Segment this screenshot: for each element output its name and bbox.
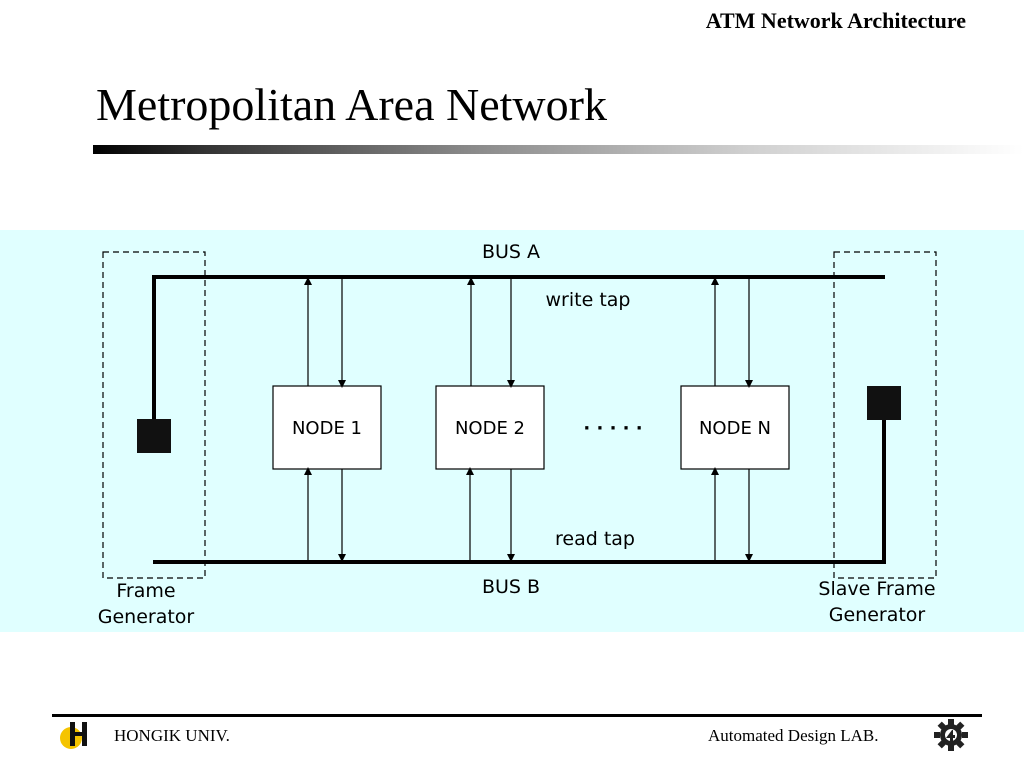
node-2-box [435, 385, 545, 470]
footer-divider [52, 714, 982, 717]
node-1-label: NODE 1 [292, 418, 362, 439]
frame-generator-label-line2: Generator [98, 606, 195, 628]
read-tap-label: read tap [555, 528, 635, 550]
section-title: ATM Network Architecture [705, 8, 966, 33]
nodes-ellipsis: · · · · · [583, 418, 642, 439]
frame-generator-box [102, 251, 206, 579]
slave-frame-generator-box [833, 251, 937, 579]
gear-logo-icon [934, 719, 968, 751]
write-tap-label: write tap [546, 289, 631, 311]
slave-frame-generator-label-line1: Slave Frame [818, 578, 935, 600]
slave-frame-generator-block [867, 386, 901, 420]
footer-university: HONGIK UNIV. [114, 726, 230, 745]
footer-lab: Automated Design LAB. [708, 726, 879, 745]
title-underline [93, 145, 1024, 154]
node-2-label: NODE 2 [455, 418, 525, 439]
bus-b-label: BUS B [482, 576, 540, 598]
slave-frame-generator-label-line2: Generator [829, 604, 926, 626]
hongik-h-logo-icon [60, 722, 87, 749]
page-title: Metropolitan Area Network [96, 79, 607, 130]
frame-generator-label-line1: Frame [116, 580, 175, 602]
frame-generator-block [137, 419, 171, 453]
node-n-box [680, 385, 790, 470]
node-1-box [272, 385, 382, 470]
bus-a-label: BUS A [482, 241, 540, 263]
node-n-label: NODE N [699, 418, 771, 439]
